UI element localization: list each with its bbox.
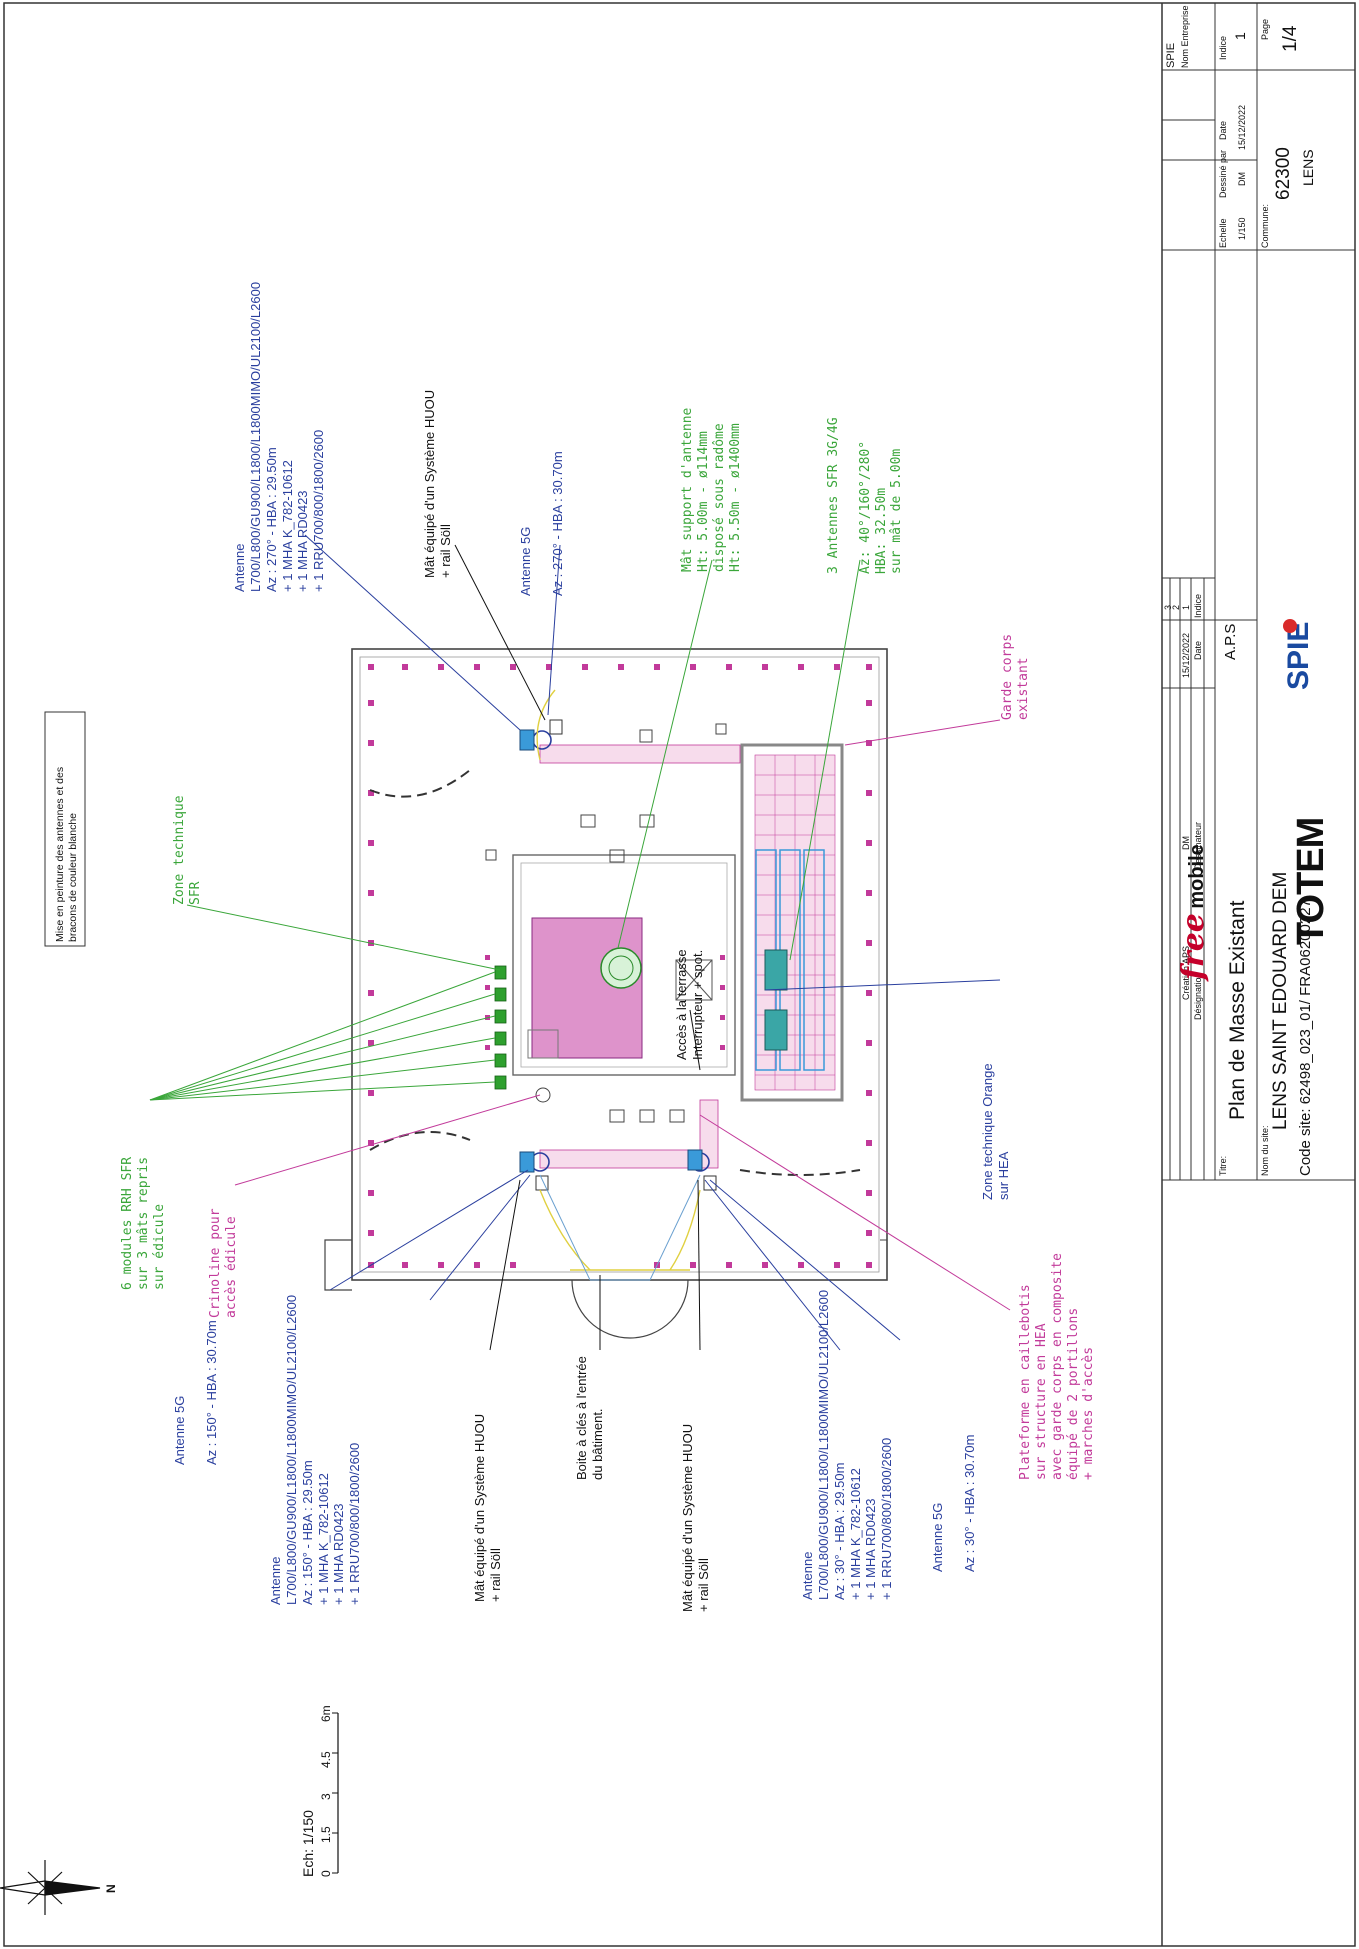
label-antenna-left-detail: Antenne L700/L800/GU900/L1800/L1800MIMO/… [268,1294,363,1605]
label-plateforme: Plateforme en caillebotis sur structure … [1018,1253,1097,1480]
dessine: DM [1237,172,1247,186]
site-name: LENS SAINT EDOUARD DEM [1270,871,1291,1130]
label-mast-left: Mât équipé d'un Système HUOU + rail Söll [472,1413,503,1602]
rev-indice-2: 2 [1171,604,1181,610]
hdr-indice: Indice [1193,593,1203,618]
scale-label: Ech: 1/150 [300,1810,316,1877]
north-arrow-icon [0,1860,101,1915]
date-label: Date [1218,120,1228,140]
company-name: SPIE [1165,42,1177,68]
leader-lines [149,534,1011,1351]
commune-cp: 62300 [1273,147,1294,200]
free-logo-icon: free mobile [1176,844,1211,980]
titre-label: Titre: [1218,1155,1228,1176]
label-antenna-top-detail: Antenne L700/L800/GU900/L1800/L1800MIMO/… [232,281,327,592]
rrh-modules [494,965,507,1090]
totem-logo-icon: TOTEM [1290,817,1332,945]
label-acces-terrasse: Accès à la terrasse Interrupteur + spot. [674,949,705,1060]
indice: 1 [1232,32,1248,40]
scale-tick-1: 1.5 [319,1826,333,1843]
edicule [512,854,736,1076]
label-antenna-bottom-detail: Antenne L700/L800/GU900/L1800/L1800MIMO/… [800,1289,895,1600]
label-antenna-5g-bottom: Antenne 5G Az : 30° - HBA : 30.70m [930,1434,977,1572]
antenna-mast-bottom [687,1149,717,1191]
cable-runs [369,769,861,1176]
label-boite-cles: Boite à clés à l'entrée du bâtiment. [574,1356,605,1480]
logo-free-b: mobile [1186,844,1208,909]
rev-date-1: 15/12/2022 [1181,632,1191,678]
page-label: Page [1260,18,1270,40]
spie-dot-icon [1283,619,1297,633]
hdr-date: Date [1193,640,1203,660]
commune-name: LENS [1300,149,1316,186]
scale-tick-2: 3 [319,1793,333,1800]
misc-equipment [485,723,727,1123]
date: 15/12/2022 [1237,104,1247,150]
blue-guides [539,1174,701,1281]
phase: A.P.S [1222,623,1239,660]
label-garde-corps: Garde corps existant [1000,633,1031,720]
label-zone-sfr: Zone technique SFR [172,795,203,905]
label-antennes-sfr: 3 Antennes SFR 3G/4G Az: 40°/160°/280° H… [826,417,905,574]
company-label: Nom Entreprise [1180,5,1190,68]
scale-tick-0: 0 [319,1870,333,1877]
label-mast-top: Mât équipé d'un Système HUOU + rail Söll [422,389,453,578]
scale-tick-3: 4.5 [319,1751,333,1768]
scale-bar [332,1712,339,1874]
label-mast-bottom: Mât équipé d'un Système HUOU + rail Söll [680,1423,711,1612]
indice-label: Indice [1218,35,1228,60]
note-top: Mise en peinture des antennes et des bra… [54,766,79,942]
label-mat-support: Mât support d'antenne Ht: 5.00m - ø114mm… [680,407,743,572]
label-rrh-modules: 6 modules RRH SFR sur 3 mâts repris sur … [120,1156,167,1290]
rev-indice-1: 1 [1181,604,1191,610]
page-number: 1/4 [1280,25,1301,52]
commune-label: Commune: [1260,203,1270,248]
antenna-mast-top [519,719,563,751]
north-label: N [104,1884,118,1893]
garde-corps-markers [368,664,872,1268]
label-crinoline: Crinoline pour accès édicule [208,1208,239,1318]
label-zone-orange: Zone technique Orange sur HEA [980,1063,1011,1200]
title-block-grid [1161,2,1356,1947]
label-antenna-5g-top: Antenne 5G Az : 270° - HBA : 30.70m [518,451,565,596]
echelle-label: Echelle [1218,218,1228,248]
echelle: 1/150 [1237,217,1247,240]
titre: Plan de Masse Existant [1226,900,1249,1120]
dessine-label: Dessiné par [1218,149,1228,198]
logo-free-a: free [1176,913,1211,980]
site-label: Nom du site: [1260,1125,1270,1176]
label-antenna-5g-left: Antenne 5G Az : 150° - HBA : 30.70m [172,1320,219,1465]
scale-tick-4: 6m [319,1705,333,1722]
zone-orange-hea [740,743,844,1102]
